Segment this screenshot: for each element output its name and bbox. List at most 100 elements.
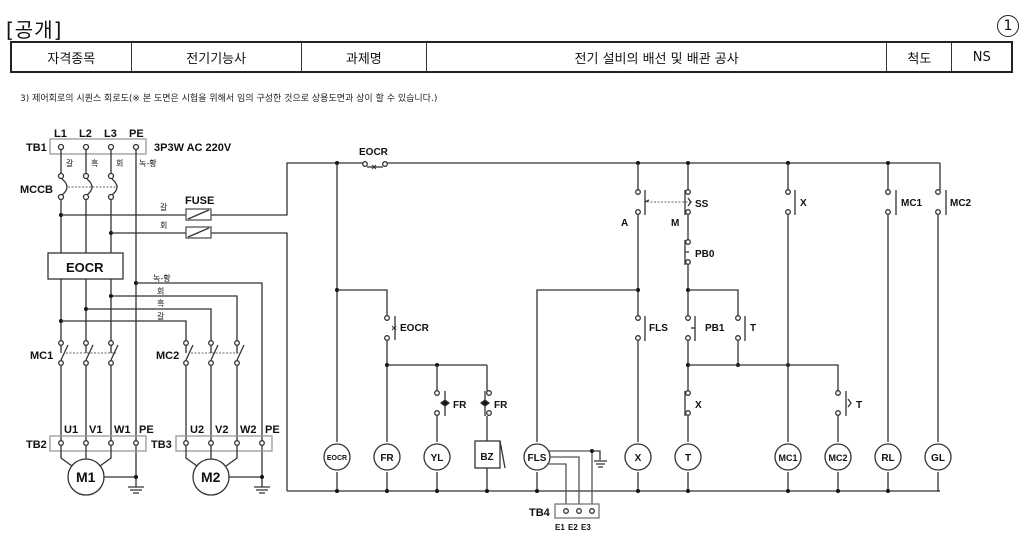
mc1-label: MC1 xyxy=(30,350,53,362)
fls-ground-wire xyxy=(592,450,601,460)
mc2-contacts xyxy=(183,340,245,366)
pb1-label: PB1 xyxy=(705,323,725,334)
x-contact1 xyxy=(785,189,796,215)
coil-mc1: MC1 xyxy=(774,443,802,471)
wire-color-l1: 갈 xyxy=(66,159,74,168)
buzzer-bz-label: BZ xyxy=(480,452,493,463)
wire-color-l3: 회 xyxy=(116,159,123,168)
motor-m2-label: M2 xyxy=(201,469,221,485)
document-tag: [공개] xyxy=(6,18,63,42)
pb0-pushbutton xyxy=(684,239,691,265)
tb4-terminal xyxy=(563,508,569,514)
coil-mc1-label: MC1 xyxy=(778,453,797,463)
header-table: 자격종목 전기기능사 과제명 전기 설비의 배선 및 배관 공사 척도 NS xyxy=(10,41,1013,73)
coil-eocr-label: EOCR xyxy=(327,455,347,462)
fuse-1 xyxy=(185,208,212,221)
t-timer-contact xyxy=(835,390,852,416)
tb3-label: TB3 xyxy=(151,439,172,451)
wire-color-pe: 녹-황 xyxy=(139,158,157,168)
tb2-block xyxy=(49,435,147,452)
lamp-rl-label: RL xyxy=(881,453,894,464)
bus-color-l2: 흑 xyxy=(157,298,164,308)
bus-l3 xyxy=(111,295,238,353)
fr-contact1-label: FR xyxy=(453,400,467,411)
ss-selector-switch xyxy=(635,189,692,215)
t-contact-wire xyxy=(688,289,739,316)
tb4-e3: E3 xyxy=(581,523,591,532)
bus-color-l1: 갈 xyxy=(157,312,165,321)
fr-contact2-label: FR xyxy=(494,400,508,411)
ground-icon xyxy=(128,486,144,494)
tb2-pe: PE xyxy=(139,424,154,436)
eocr-no-contact xyxy=(384,315,397,341)
self-hold-wire xyxy=(688,364,839,391)
tb3-v2: V2 xyxy=(215,424,228,436)
ground-icon xyxy=(254,486,270,494)
tb3-block xyxy=(175,435,273,452)
fuse-wire-1 xyxy=(61,162,290,216)
scale-value: NS xyxy=(951,41,1013,73)
tb2-u1: U1 xyxy=(64,424,78,436)
bus-color-pe: 녹-황 xyxy=(153,273,171,283)
page-number-badge: 1 xyxy=(997,15,1019,37)
mccb-breaker xyxy=(57,172,118,201)
tb3-terminal xyxy=(208,440,214,446)
tb4-e2: E2 xyxy=(568,523,578,532)
coil-fr-label: FR xyxy=(380,453,394,464)
x-contact1-label: X xyxy=(800,198,807,209)
mc2-label: MC2 xyxy=(156,350,179,362)
fuse-2 xyxy=(185,226,212,239)
mc2-contact-label: MC2 xyxy=(950,198,972,209)
coil-t: T xyxy=(674,443,702,471)
wire-color-l2: 흑 xyxy=(91,158,98,168)
eocr-nc-contact xyxy=(362,161,388,170)
phase-pe: PE xyxy=(129,128,144,140)
motor1-wires xyxy=(60,366,112,442)
coil-t-label: T xyxy=(685,453,691,464)
tb1-terminal xyxy=(107,143,115,151)
supply-wires xyxy=(60,150,112,174)
phase-l1: L1 xyxy=(54,128,67,140)
tb1-terminal xyxy=(132,143,140,151)
fuse-label: FUSE xyxy=(185,195,214,207)
lamp-gl: GL xyxy=(924,443,952,471)
qual-label: 자격종목 xyxy=(10,41,132,73)
task-value: 전기 설비의 배선 및 배관 공사 xyxy=(425,41,888,73)
fls-e3-wire xyxy=(549,450,593,506)
tb4-label: TB4 xyxy=(529,507,551,519)
ss-m-label: M xyxy=(671,218,679,229)
tb2-terminal xyxy=(83,440,89,446)
junction-dot xyxy=(134,475,138,479)
tb3-terminal xyxy=(234,440,240,446)
tb3-terminal xyxy=(183,440,189,446)
task-label: 과제명 xyxy=(300,41,427,73)
tb3-terminal xyxy=(259,440,265,446)
pb1-pushbutton xyxy=(685,315,696,341)
x-contact2 xyxy=(684,390,691,416)
fls-coil-feed xyxy=(536,289,638,442)
tb2-v1: V1 xyxy=(89,424,102,436)
buzzer-bz: BZ xyxy=(474,440,506,469)
tb4-terminal xyxy=(576,508,582,514)
mc1-contacts xyxy=(58,340,119,366)
tb3-u2: U2 xyxy=(190,424,204,436)
tb2-terminal xyxy=(58,440,64,446)
coil-mc2-label: MC2 xyxy=(828,453,847,463)
junction-dot xyxy=(260,475,264,479)
tb1-label: TB1 xyxy=(26,142,47,154)
tb4-terminal xyxy=(589,508,595,514)
tb2-label: TB2 xyxy=(26,439,47,451)
coil-eocr: EOCR xyxy=(323,443,351,471)
pb1-t-wires xyxy=(687,341,739,391)
phase-wires xyxy=(60,200,112,253)
tb1-terminal xyxy=(82,143,90,151)
fuse-wire-color-1: 갈 xyxy=(160,203,168,212)
fr-no-contact xyxy=(434,390,451,416)
tb4-e1: E1 xyxy=(555,523,565,532)
bottom-junctions xyxy=(335,489,890,493)
coil-fls: FLS xyxy=(523,443,551,471)
tb2-terminal xyxy=(133,440,139,446)
fls-contact-label: FLS xyxy=(649,323,668,334)
eocr-no-label: EOCR xyxy=(400,323,430,334)
